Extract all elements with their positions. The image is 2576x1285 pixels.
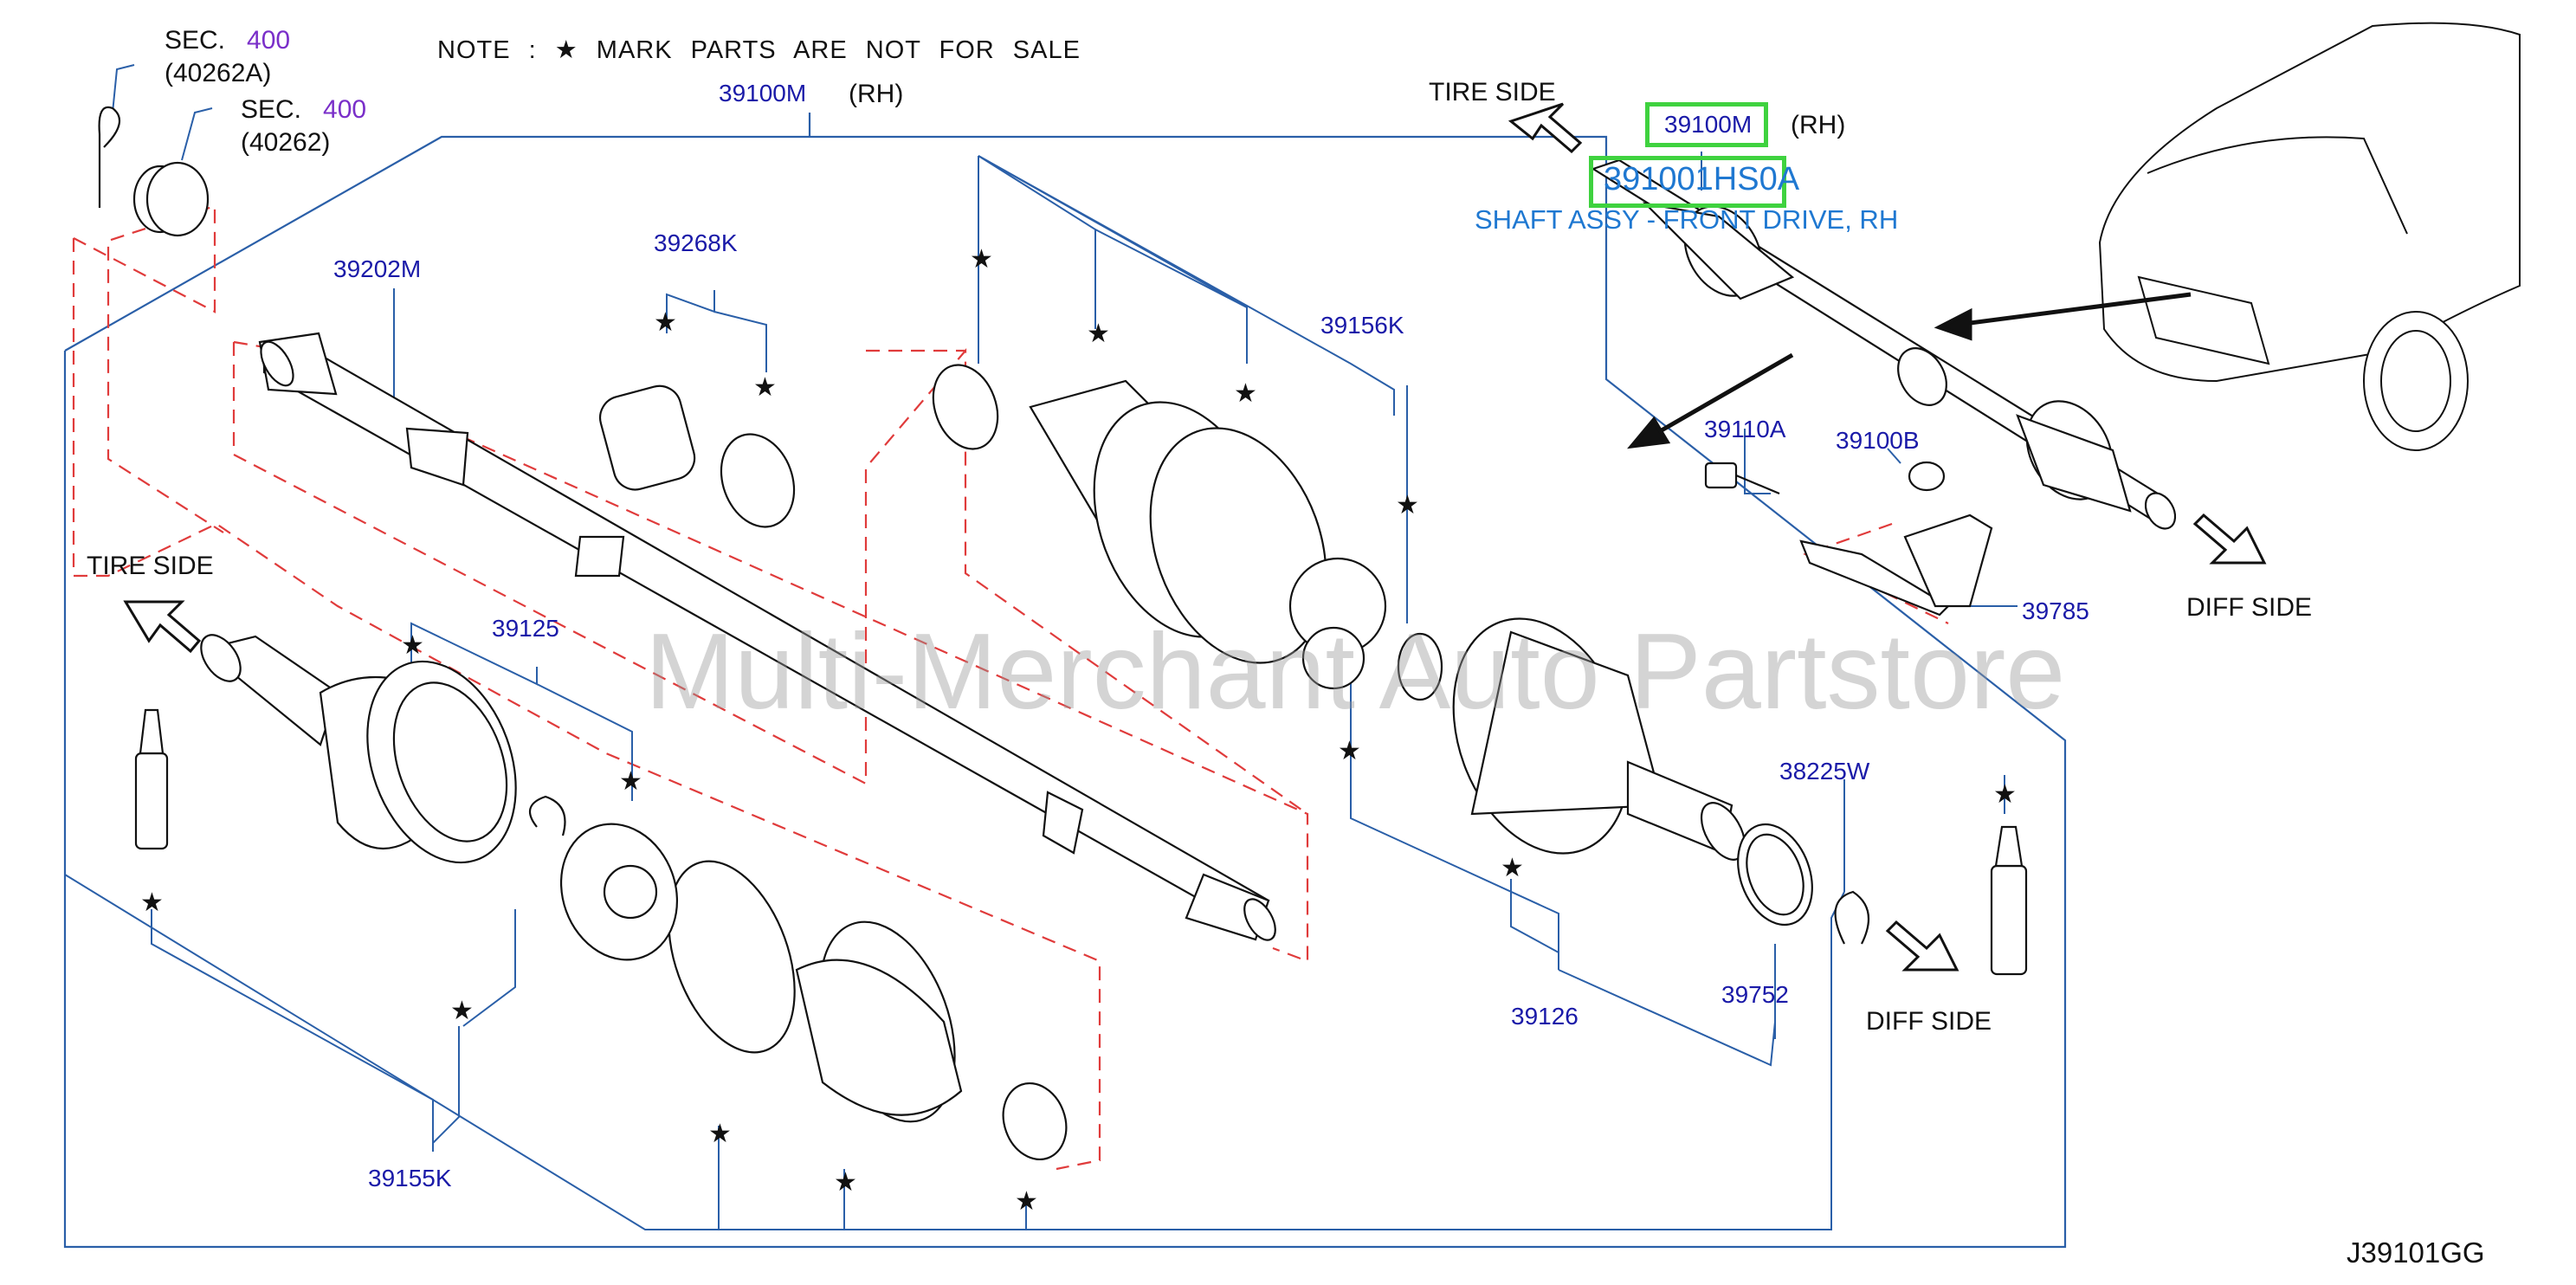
part-label-39752[interactable]: 39752 <box>1721 981 1789 1008</box>
star-mark: ★ <box>1015 1187 1038 1216</box>
highlight-rh-label: (RH) <box>1791 111 1846 139</box>
sec-a-number[interactable]: 400 <box>247 26 291 55</box>
part-label-39202M[interactable]: 39202M <box>333 255 422 282</box>
star-mark: ★ <box>450 997 474 1025</box>
diff-side-arrow-top <box>2192 513 2267 565</box>
part-label-39100B[interactable]: 39100B <box>1836 427 1920 454</box>
part-label-39126[interactable]: 39126 <box>1511 1003 1579 1030</box>
sec-b-ref: (40262) <box>241 128 331 157</box>
highlight-description: SHAFT ASSY - FRONT DRIVE, RH <box>1475 204 1899 235</box>
star-mark: ★ <box>970 245 993 274</box>
outer-cv-joint <box>200 634 517 864</box>
diff-side-arrow-bottom <box>1885 920 1959 972</box>
sec-a-ref: (40262A) <box>165 59 272 87</box>
sec-a-label: SEC. 400 <box>165 26 290 55</box>
star-mark: ★ <box>1993 780 2017 809</box>
part-label-39155K[interactable]: 39155K <box>368 1165 452 1191</box>
highlight-box-assembly <box>1645 102 1768 147</box>
part-label-39268K[interactable]: 39268K <box>654 229 738 256</box>
sec-b-prefix: SEC. <box>241 95 302 124</box>
sec-a-prefix: SEC. <box>165 26 226 55</box>
vehicle-sketch <box>2098 22 2521 451</box>
part-label-39125[interactable]: 39125 <box>492 615 559 642</box>
star-mark: ★ <box>1234 379 1257 408</box>
highlight-box-part-number <box>1589 156 1786 208</box>
star-mark: ★ <box>140 888 164 917</box>
part-label-39110A[interactable]: 39110A <box>1704 416 1786 442</box>
diagram-code: J39101GG <box>2347 1237 2485 1269</box>
star-mark: ★ <box>619 767 642 796</box>
diff-side-label-top: DIFF SIDE <box>2186 593 2313 622</box>
diff-side-label-bottom: DIFF SIDE <box>1866 1007 1992 1036</box>
star-mark: ★ <box>1338 737 1361 765</box>
star-mark: ★ <box>834 1168 857 1197</box>
sec-b-number[interactable]: 400 <box>323 95 367 124</box>
star-mark: ★ <box>401 631 424 660</box>
note-text: NOTE : ★ MARK PARTS ARE NOT FOR SALE <box>437 36 1081 64</box>
direction-arrows <box>123 102 2267 972</box>
star-mark: ★ <box>1396 491 1419 520</box>
tire-side-label-top: TIRE SIDE <box>1429 78 1556 107</box>
star-mark: ★ <box>1087 320 1110 348</box>
star-mark: ★ <box>654 308 677 337</box>
part-label-39785[interactable]: 39785 <box>2022 597 2089 624</box>
assembled-drive-shaft <box>1591 158 2177 530</box>
star-mark: ★ <box>753 373 777 402</box>
part-label-39156K[interactable]: 39156K <box>1320 312 1404 339</box>
highlight-assembly-label[interactable]: 39100M <box>1664 111 1753 138</box>
pointer-arrows <box>1627 292 2192 449</box>
tire-side-arrow-left <box>123 600 202 654</box>
watermark: Multi-Merchant Auto Partstore <box>645 612 2066 732</box>
part-label-39100M[interactable]: 39100M <box>719 80 807 107</box>
highlight-part-number[interactable]: 391001HS0A <box>1604 161 1800 197</box>
star-mark: ★ <box>1501 854 1524 882</box>
part-label-38225W[interactable]: 38225W <box>1779 758 1870 785</box>
star-mark: ★ <box>708 1120 732 1148</box>
small-parts <box>98 106 2028 1161</box>
rh-label: (RH) <box>849 80 904 108</box>
intermediate-shaft-39202M <box>258 332 1276 941</box>
tire-side-label-left: TIRE SIDE <box>87 552 214 580</box>
leader-lines <box>64 64 2018 1230</box>
tire-side-arrow-top <box>1508 102 1583 154</box>
sec-b-label: SEC. 400 <box>241 95 366 125</box>
